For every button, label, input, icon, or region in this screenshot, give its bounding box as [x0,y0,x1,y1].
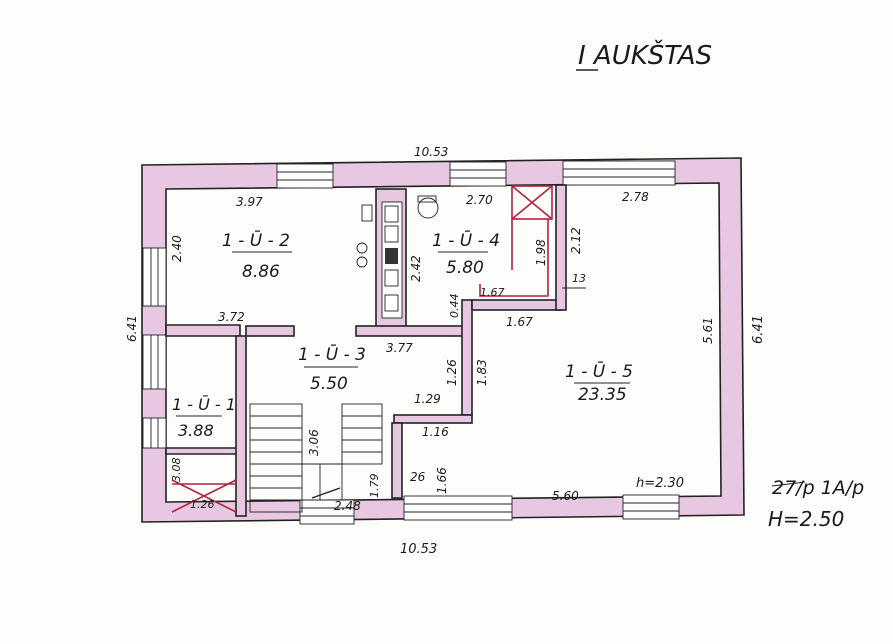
window [276,163,334,189]
dim-depth-left: 6.41 [125,315,139,342]
dim-label: 2.70 [466,193,493,207]
wall-segment [471,299,563,311]
dim-label: 1.26 [190,498,215,511]
sink [361,204,373,222]
perimeter-wall [141,157,745,523]
dim-label: 3.77 [386,341,413,355]
dim-label: 3.97 [236,195,263,209]
pipe-line [479,219,549,297]
stair-flight [341,403,383,465]
wall-segment [165,324,241,337]
dim-label: 26 [410,470,426,484]
dim-label: 2.42 [409,255,423,282]
room-area-1-2: 8.86 [242,262,280,282]
stamp-line-1: 27/p 1A/p [772,477,864,499]
dim-label: 1.66 [435,467,449,494]
stair-arrow [311,487,341,499]
room-dimensions: 3.97 2.70 2.78 2.40 2.42 1.98 2.12 1.67 … [170,190,715,513]
dim-label: 5.60 [552,489,579,503]
wall-segment [461,299,473,416]
dim-width-top: 10.53 [414,145,448,159]
room-area-1-5: 23.35 [578,385,627,405]
boiler-mark [171,479,237,513]
wall-segment [165,447,241,455]
wall-segment [555,184,567,311]
dim-label: 3.72 [218,310,245,324]
dim-label: 1.29 [414,392,441,406]
room-labels: 1 - Ū - 2 8.86 1 - Ū - 4 5.80 1 - Ū - 3 … [172,229,633,440]
windows-top [276,160,676,189]
toilet-icon [417,197,439,219]
dim-label: 1.16 [422,425,449,439]
dim-label: 2.78 [622,190,649,204]
dim-label: 0.44 [448,294,461,319]
shower-box [511,185,553,220]
window [403,495,513,521]
stair-flight [249,403,303,513]
red-annotations [171,185,553,513]
wall-segment [235,335,247,517]
room-area-1-1: 3.88 [178,421,214,440]
window [142,417,167,449]
window [142,247,167,307]
dim-label: 5.61 [701,317,715,344]
dim-label: 3.08 [170,458,183,483]
staircase [249,403,383,513]
dim-width-bottom: 10.53 [400,542,437,557]
window [562,160,676,186]
ceiling-height-note: h=2.30 [636,476,684,491]
dim-label: 1.79 [368,474,381,499]
stamp-line-2: H=2.50 [768,507,844,531]
wall-segment [245,325,295,337]
dim-label: 1.98 [534,239,548,266]
room-label-1-5: 1 - Ū - 5 [565,360,633,382]
room-label-1-3: 1 - Ū - 3 [298,343,366,365]
floor-title: I AUKŠTAS [578,39,712,71]
wall-segment [355,325,467,337]
stamp: 27/p 1A/p H=2.50 [768,477,864,531]
stove-burner [356,242,368,254]
dim-label: 2.40 [170,235,184,262]
dim-label: 2.12 [569,227,583,254]
room-label-1-4: 1 - Ū - 4 [432,229,500,251]
overall-dimensions: 10.53 10.53 6.41 6.41 [125,145,766,557]
dim-depth-right: 6.41 [751,315,766,344]
dim-label: 1.26 [445,359,459,386]
room-area-1-4: 5.80 [446,258,484,278]
room-label-1-1: 1 - Ū - 1 [172,395,236,414]
dim-label: 1.67 [506,315,533,329]
stove-burner [356,256,368,268]
wall-segment [393,414,473,424]
kitchen-fixtures [356,195,439,319]
outer-walls [141,157,745,523]
window [142,334,167,390]
window [449,161,507,187]
room-area-1-3: 5.50 [310,374,348,394]
dim-label: 13 [572,272,586,285]
stair-landing [302,463,343,501]
dim-label: 1.67 [480,286,505,299]
dim-label: 2.48 [334,499,361,513]
windows-left [142,247,167,449]
room-label-1-2: 1 - Ū - 2 [222,229,290,251]
dim-label: 3.06 [307,429,321,456]
dim-label: 1.83 [475,359,489,386]
wall-segment [391,422,403,499]
window [622,494,680,520]
vent-shaft [385,248,398,264]
